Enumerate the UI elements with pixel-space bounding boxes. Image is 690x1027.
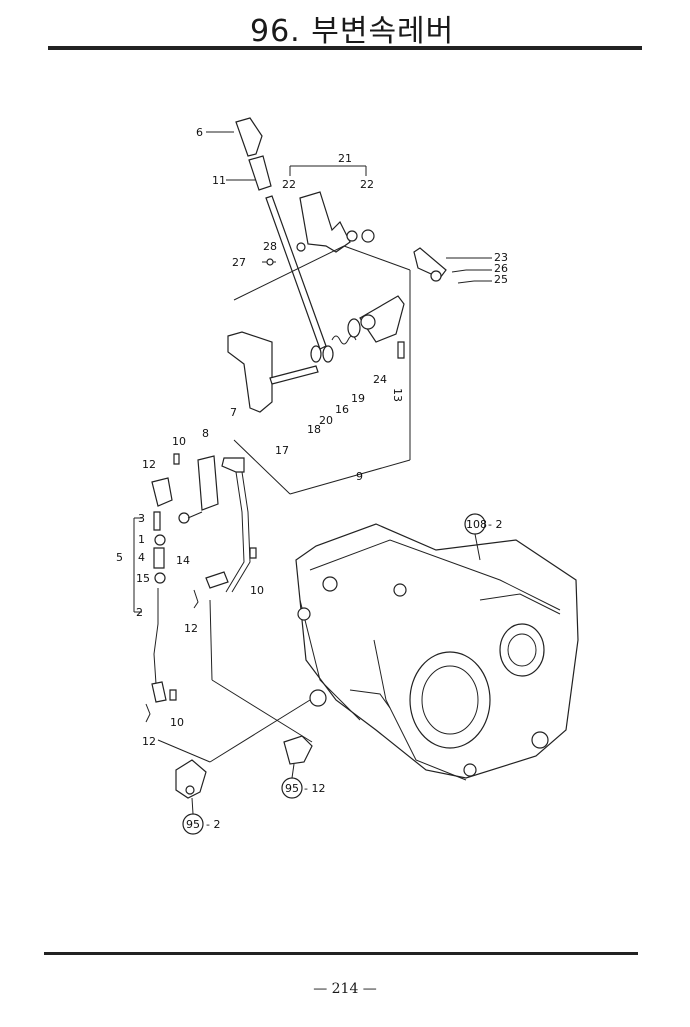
bolt-14 xyxy=(178,511,203,524)
link-plate-24 xyxy=(359,295,405,343)
transmission-housing xyxy=(295,523,579,781)
callout-10-top: 10 xyxy=(172,435,186,448)
lever-arm-23 xyxy=(413,247,447,282)
callout-19: 19 xyxy=(351,392,365,405)
bolt-27 xyxy=(262,258,276,266)
callout-12-mid: 12 xyxy=(184,622,198,635)
washer-18 xyxy=(310,345,322,363)
callout-14: 14 xyxy=(176,554,190,567)
turnbuckle-assembly xyxy=(151,511,167,703)
ref-95-12-suffix: - 12 xyxy=(304,782,325,795)
callout-7: 7 xyxy=(230,406,237,419)
callout-1: 1 xyxy=(138,533,145,546)
callout-21: 21 xyxy=(338,152,352,165)
washer-20 xyxy=(322,345,334,363)
callout-22-left: 22 xyxy=(282,178,296,191)
pin-10a xyxy=(173,453,180,465)
ref-95-2-number: 95 xyxy=(186,818,200,831)
pin-10b xyxy=(249,547,257,559)
ref-108-number: 108 xyxy=(466,518,487,531)
callout-12-bottom: 12 xyxy=(142,735,156,748)
callout-27: 27 xyxy=(232,256,246,269)
callout-3: 3 xyxy=(138,512,145,525)
bolt-13 xyxy=(397,341,405,359)
page-title: 96. 부변속레버 xyxy=(250,14,455,49)
footer-rule xyxy=(44,952,638,955)
callout-24: 24 xyxy=(373,373,387,386)
lever-boot xyxy=(248,155,272,191)
callout-20: 20 xyxy=(319,414,333,427)
rod-7 xyxy=(205,457,251,593)
callout-28: 28 xyxy=(263,240,277,253)
shift-knob xyxy=(235,117,263,157)
page-number: — 214 — xyxy=(313,981,377,997)
callout-8: 8 xyxy=(202,427,209,440)
callout-5: 5 xyxy=(116,551,123,564)
pin-10c xyxy=(169,689,177,701)
clip-12b xyxy=(193,589,199,609)
ref-95-12-number: 95 xyxy=(285,782,299,795)
callout-18: 18 xyxy=(307,423,321,436)
shift-fork-95-2 xyxy=(175,759,207,799)
nut-28 xyxy=(296,242,306,252)
callout-4: 4 xyxy=(138,551,145,564)
callout-16: 16 xyxy=(335,403,349,416)
callout-12-top: 12 xyxy=(142,458,156,471)
ref-108-suffix: - 2 xyxy=(488,518,502,531)
callout-23: 23 xyxy=(494,251,508,264)
clip-12c xyxy=(145,703,151,723)
clevis-12a xyxy=(151,477,173,507)
washer-19 xyxy=(347,318,361,338)
header-rule xyxy=(48,46,642,50)
callout-10-bottom: 10 xyxy=(170,716,184,729)
callout-6: 6 xyxy=(196,126,203,139)
plate-8 xyxy=(197,455,219,511)
callout-13: 13 xyxy=(391,388,404,402)
pin-26-25 xyxy=(451,269,475,284)
callout-25: 25 xyxy=(494,273,508,286)
callout-26: 26 xyxy=(494,262,508,275)
callout-17: 17 xyxy=(275,444,289,457)
lever-bracket-21 xyxy=(299,191,375,253)
callout-9: 9 xyxy=(356,470,363,483)
callout-22-right: 22 xyxy=(360,178,374,191)
lever-base-plate xyxy=(227,331,319,413)
shift-fork-95-12 xyxy=(283,735,313,765)
callout-15: 15 xyxy=(136,572,150,585)
callout-11: 11 xyxy=(212,174,226,187)
callout-10-mid: 10 xyxy=(250,584,264,597)
callout-2: 2 xyxy=(136,606,143,619)
ref-95-2-suffix: - 2 xyxy=(206,818,220,831)
